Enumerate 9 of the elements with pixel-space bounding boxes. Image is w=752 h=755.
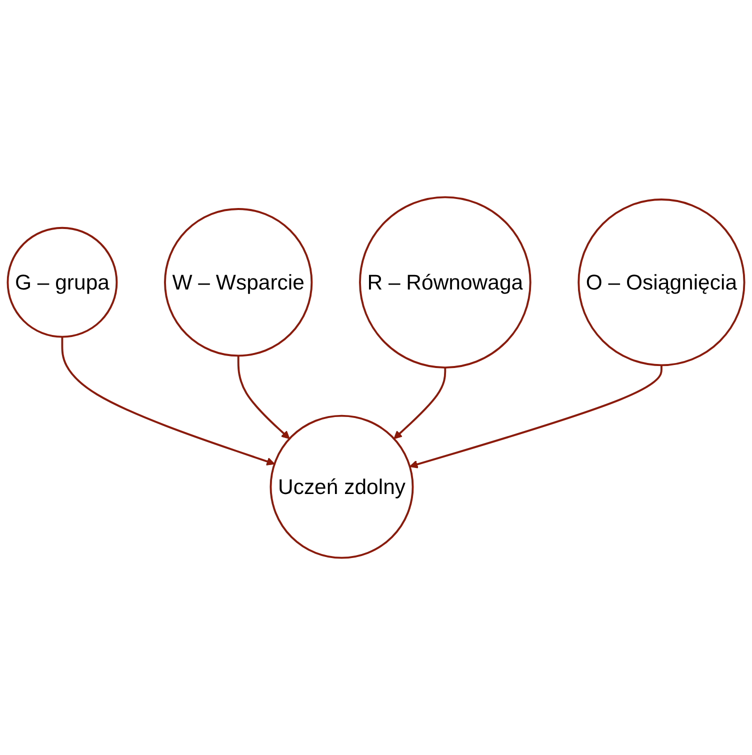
arrow [409, 365, 662, 468]
arrow [394, 368, 446, 440]
node-circle: G – grupa [6, 226, 118, 338]
node-circle: O – Osiągnięcia [578, 198, 746, 366]
arrow [61, 336, 275, 466]
node-circle: Uczeń zdolny [270, 414, 414, 559]
node-circle: R – Równowaga [359, 196, 532, 368]
node-circle: W – Wsparcie [164, 208, 313, 357]
arrow [237, 356, 290, 440]
